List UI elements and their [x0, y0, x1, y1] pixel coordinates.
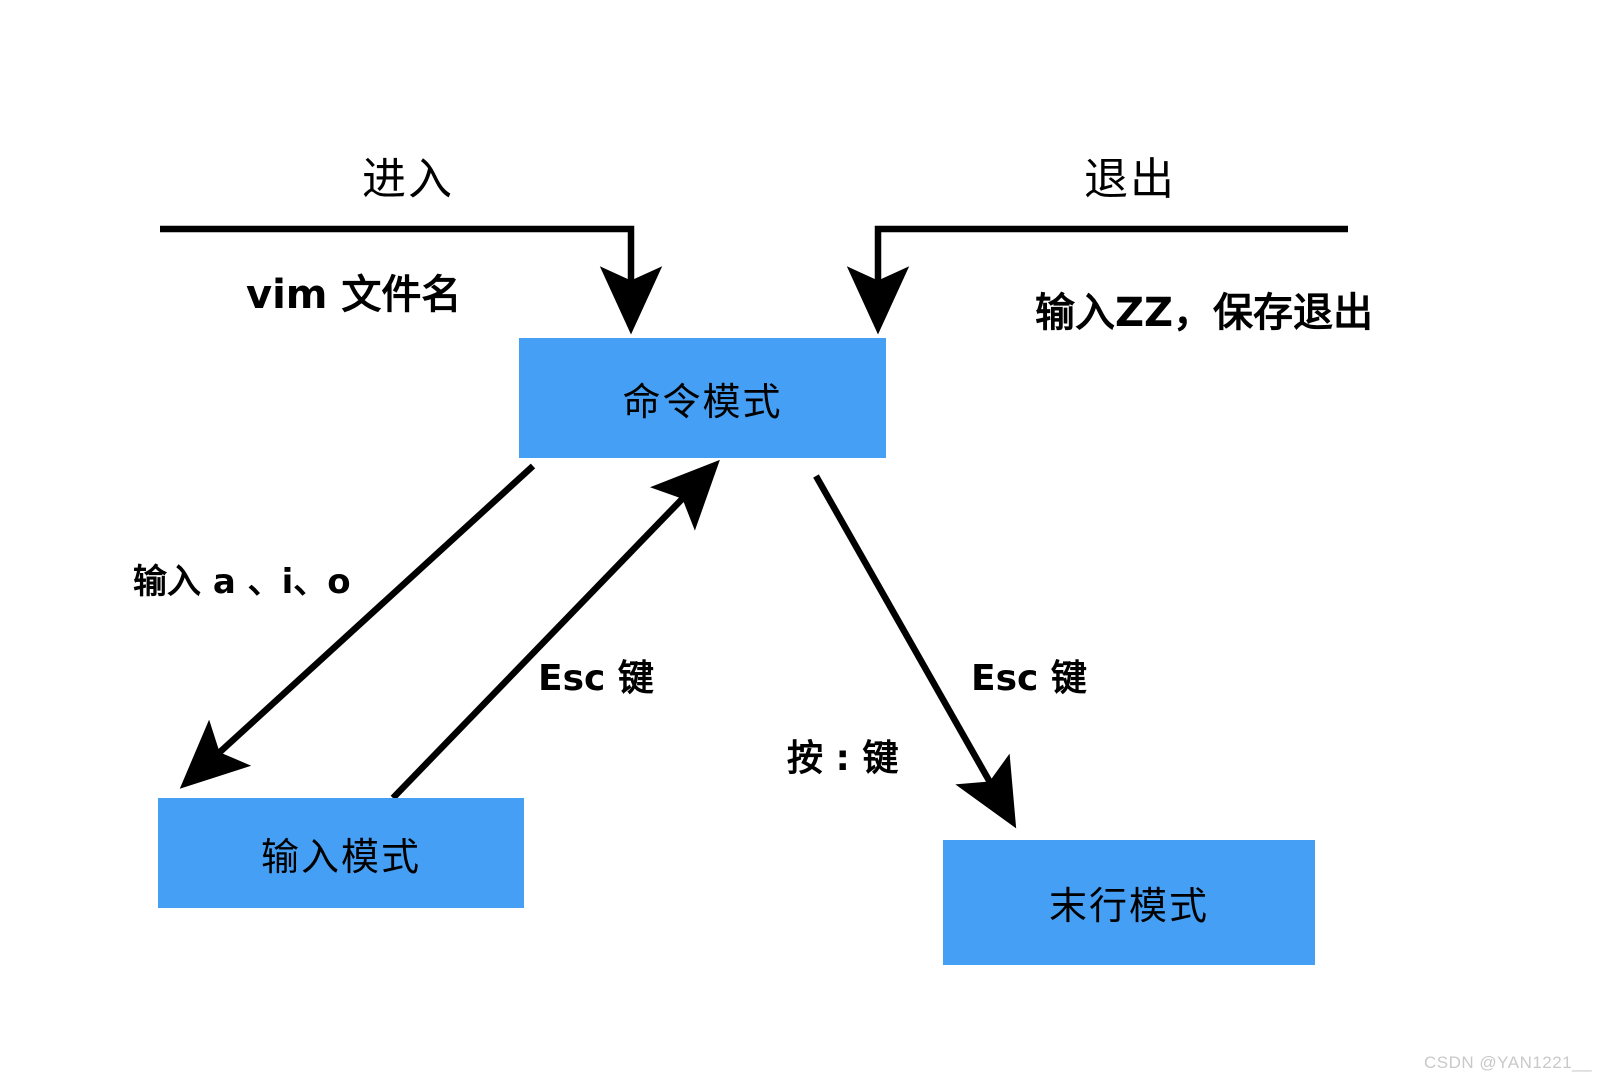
edge-label-esc-right: Esc 键 — [971, 658, 1087, 699]
edge-label-esc-left: Esc 键 — [538, 658, 654, 699]
edge-label-vim-file: vim 文件名 — [246, 272, 462, 318]
heading-enter: 进入 — [362, 154, 454, 205]
node-lastline-mode[interactable]: 末行模式 — [943, 840, 1315, 965]
connector-enter-to-command — [160, 225, 663, 335]
connector-insert-to-command — [390, 459, 720, 801]
edge-label-zz-save-exit: 输入ZZ，保存退出 — [1035, 290, 1374, 336]
node-command-mode[interactable]: 命令模式 — [519, 338, 886, 458]
watermark-text: CSDN @YAN1221__ — [1424, 1053, 1593, 1072]
edge-label-colon-key: 按 : 键 — [787, 738, 899, 779]
node-insert-mode[interactable]: 输入模式 — [158, 798, 524, 908]
edge-label-insert-keys: 输入 a 、i、o — [133, 562, 351, 602]
connector-exit-to-command — [846, 225, 1348, 335]
connector-command-to-insert — [179, 463, 536, 789]
heading-exit: 退出 — [1084, 154, 1176, 205]
connector-command-to-lastline — [813, 474, 1017, 829]
